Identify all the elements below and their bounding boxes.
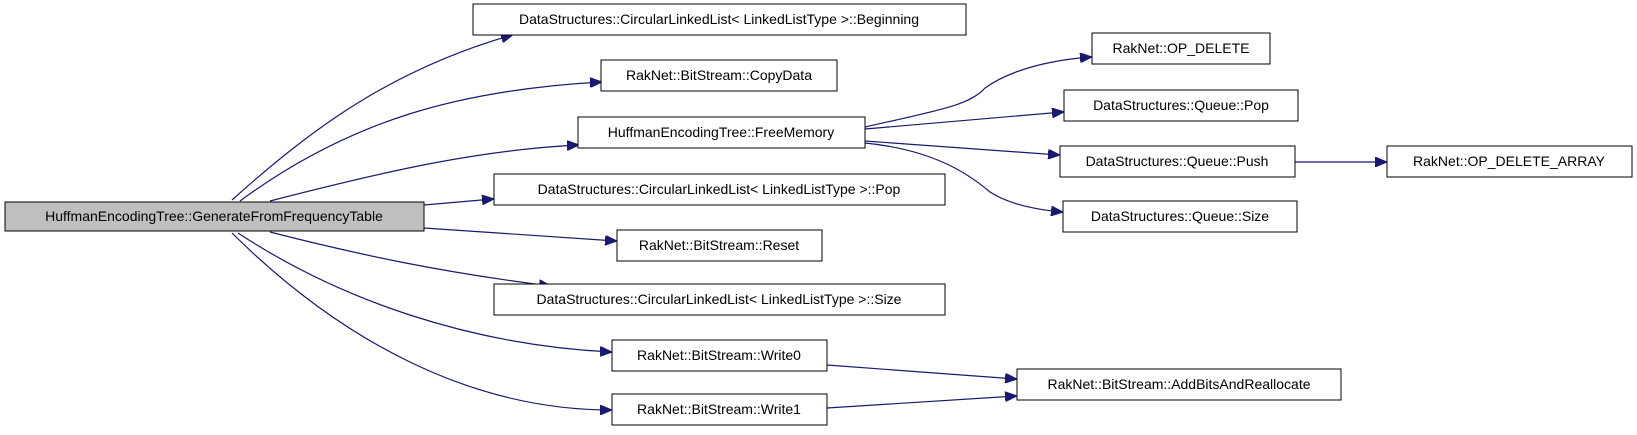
- node-op-delete[interactable]: RakNet::OP_DELETE: [1091, 32, 1271, 65]
- edge-root-to-cll-size: [269, 231, 550, 286]
- edge-root-to-het-freememory: [269, 145, 578, 202]
- node-label: RakNet::BitStream::AddBitsAndReallocate: [1047, 376, 1310, 392]
- node-q-size[interactable]: DataStructures::Queue::Size: [1062, 200, 1298, 233]
- edge-root-to-bs-reset: [423, 227, 616, 241]
- node-cll-size[interactable]: DataStructures::CircularLinkedList< Link…: [493, 283, 946, 316]
- node-bs-copydata[interactable]: RakNet::BitStream::CopyData: [600, 59, 838, 92]
- node-label: RakNet::BitStream::Reset: [639, 237, 799, 253]
- node-label: DataStructures::Queue::Push: [1086, 153, 1269, 169]
- edge-root-to-bs-write0: [237, 232, 611, 352]
- edge-write1-to-addbits: [826, 396, 1016, 409]
- node-root[interactable]: HuffmanEncodingTree::GenerateFromFrequen…: [4, 201, 425, 232]
- edge-freememory-to-q-push: [864, 140, 1059, 155]
- node-label: RakNet::OP_DELETE: [1113, 40, 1250, 56]
- node-q-push[interactable]: DataStructures::Queue::Push: [1059, 145, 1296, 178]
- edge-freememory-to-op-delete: [864, 57, 1091, 128]
- node-label: DataStructures::Queue::Pop: [1093, 97, 1269, 113]
- node-label: DataStructures::CircularLinkedList< Link…: [519, 11, 919, 27]
- edge-root-to-cll-pop: [423, 199, 493, 206]
- edge-freememory-to-q-size: [864, 142, 1062, 212]
- node-cll-pop[interactable]: DataStructures::CircularLinkedList< Link…: [493, 173, 946, 206]
- node-bs-addbits[interactable]: RakNet::BitStream::AddBitsAndReallocate: [1016, 368, 1342, 401]
- edge-root-to-bs-copydata: [239, 82, 601, 202]
- node-op-delete-array[interactable]: RakNet::OP_DELETE_ARRAY: [1386, 145, 1633, 178]
- node-label: RakNet::OP_DELETE_ARRAY: [1413, 153, 1606, 169]
- edge-write0-to-addbits: [826, 364, 1016, 379]
- node-label: RakNet::BitStream::CopyData: [626, 67, 812, 83]
- node-bs-write0[interactable]: RakNet::BitStream::Write0: [611, 339, 828, 372]
- node-label: DataStructures::Queue::Size: [1091, 208, 1269, 224]
- edge-root-to-bs-write1: [231, 232, 611, 410]
- node-label: RakNet::BitStream::Write0: [637, 347, 801, 363]
- node-cll-beginning[interactable]: DataStructures::CircularLinkedList< Link…: [472, 3, 967, 36]
- node-label: RakNet::BitStream::Write1: [637, 401, 801, 417]
- node-bs-write1[interactable]: RakNet::BitStream::Write1: [611, 393, 828, 426]
- node-label: DataStructures::CircularLinkedList< Link…: [537, 291, 902, 307]
- node-label: HuffmanEncodingTree::FreeMemory: [608, 124, 834, 140]
- node-q-pop[interactable]: DataStructures::Queue::Pop: [1063, 89, 1299, 122]
- node-label: HuffmanEncodingTree::GenerateFromFrequen…: [45, 208, 383, 224]
- node-het-freememory[interactable]: HuffmanEncodingTree::FreeMemory: [577, 116, 866, 149]
- node-label: DataStructures::CircularLinkedList< Link…: [538, 181, 901, 197]
- node-bs-reset[interactable]: RakNet::BitStream::Reset: [616, 229, 823, 262]
- edge-freememory-to-q-pop: [864, 112, 1063, 130]
- edges: [231, 35, 1386, 410]
- edge-root-to-cll-beginning: [231, 35, 512, 201]
